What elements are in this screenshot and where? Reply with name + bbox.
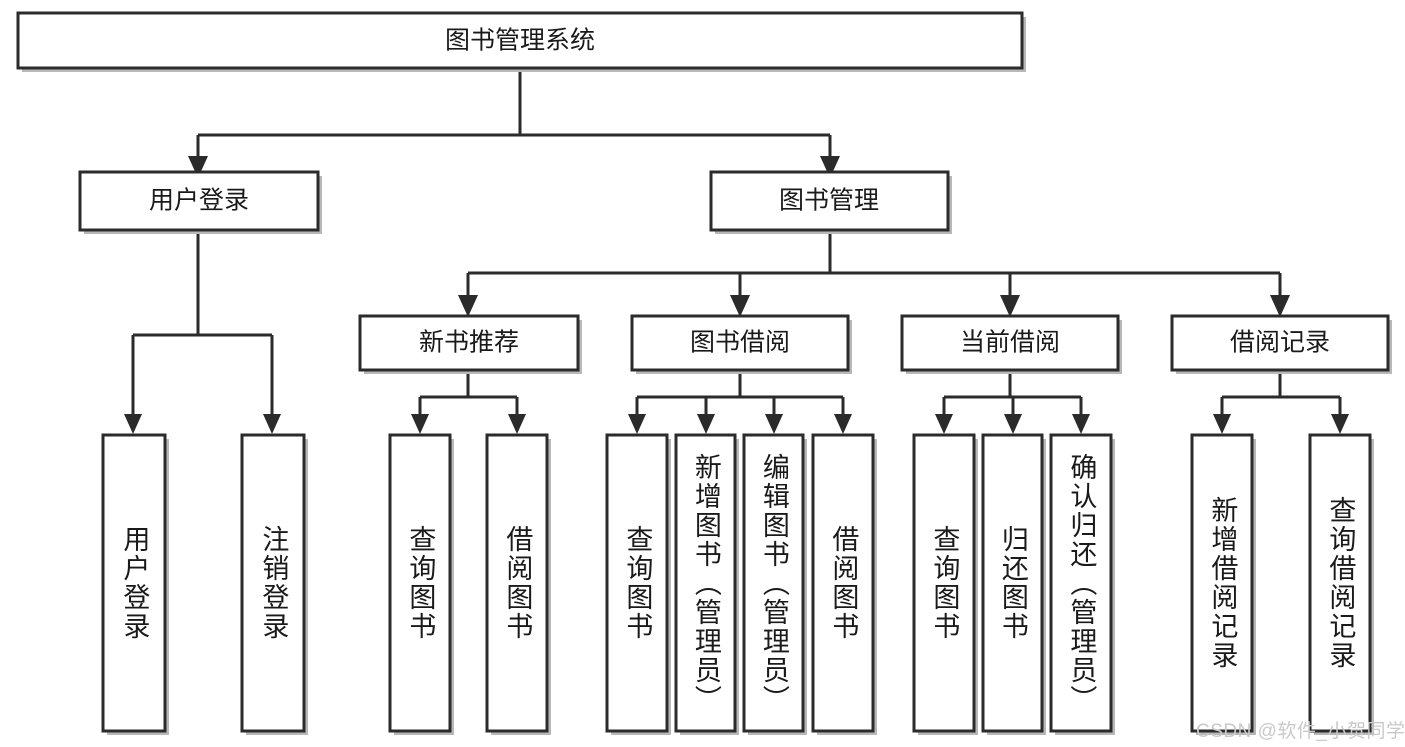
arrow-icon-to-leaf-logout xyxy=(263,414,281,434)
user-login-node-label: 用户登录 xyxy=(149,187,249,215)
arrow-icon-to-leaf-return xyxy=(1004,414,1022,434)
leaf-node-box-3[interactable] xyxy=(485,433,549,733)
leaf-node-box-5[interactable] xyxy=(674,433,737,733)
leaf-node-box-2[interactable] xyxy=(388,433,452,733)
borrow-node-box[interactable] xyxy=(630,314,850,372)
leaf-node-box-11[interactable] xyxy=(1190,433,1254,733)
arrow-icon-to-new-book xyxy=(458,295,478,317)
arrowhead-group xyxy=(124,156,1349,434)
arrow-icon-to-leaf-query-2 xyxy=(628,414,646,434)
current-borrow-node-label: 当前借阅 xyxy=(960,329,1060,357)
leaf-node-box-6[interactable] xyxy=(742,433,805,733)
csdn-watermark: CSDN @软件_小贺同学 xyxy=(1196,721,1405,742)
current-borrow-node-box[interactable] xyxy=(900,314,1120,372)
record-node-box[interactable] xyxy=(1170,314,1390,372)
leaf-node-box-9[interactable] xyxy=(981,433,1044,733)
arrow-icon-to-leaf-confirm-return xyxy=(1072,414,1090,434)
leaf-node-box-8[interactable] xyxy=(912,433,976,733)
arrow-icon-to-leaf-add-record xyxy=(1213,414,1231,434)
arrow-icon-to-book-mgmt xyxy=(820,156,840,178)
leaf-node-box-12[interactable] xyxy=(1308,433,1372,733)
arrow-icon-to-record xyxy=(1270,295,1290,317)
book-mgmt-node-box[interactable] xyxy=(709,170,950,232)
connector-group xyxy=(131,68,1342,414)
arrow-icon-to-borrow xyxy=(730,295,750,317)
arrow-icon-to-user-login xyxy=(188,156,208,178)
borrow-node-label: 图书借阅 xyxy=(690,329,790,357)
root-node-box[interactable] xyxy=(16,11,1024,70)
arrow-icon-to-leaf-query-1 xyxy=(411,414,429,434)
leaf-node-box-1[interactable] xyxy=(240,433,306,733)
arrow-icon-to-leaf-edit-book xyxy=(765,414,783,434)
node-label-group: 图书管理系统 用户登录 图书管理 新书推荐 图书借阅 当前借阅 借阅记录 xyxy=(149,27,1330,357)
arrow-icon-to-leaf-query-3 xyxy=(935,414,953,434)
record-node-label: 借阅记录 xyxy=(1230,329,1330,357)
leaf-node-box-7[interactable] xyxy=(811,433,875,733)
leaf-node-box-10[interactable] xyxy=(1049,433,1113,733)
arrow-icon-to-leaf-borrow-2 xyxy=(834,414,852,434)
new-book-node-box[interactable] xyxy=(358,314,580,372)
leaf-node-box-4[interactable] xyxy=(605,433,669,733)
leaf-node-box-0[interactable] xyxy=(101,433,167,733)
root-node-label: 图书管理系统 xyxy=(445,27,595,55)
arrow-icon-to-leaf-add-book xyxy=(697,414,715,434)
arrow-icon-to-leaf-user-login xyxy=(124,414,142,434)
arrow-icon-to-leaf-borrow-1 xyxy=(508,414,526,434)
new-book-node-label: 新书推荐 xyxy=(419,329,519,357)
user-login-node-box[interactable] xyxy=(78,170,320,232)
node-box-group xyxy=(16,11,1392,735)
arrow-icon-to-current xyxy=(1000,295,1020,317)
book-mgmt-node-label: 图书管理 xyxy=(779,187,879,215)
arrow-icon-to-leaf-query-record xyxy=(1331,414,1349,434)
